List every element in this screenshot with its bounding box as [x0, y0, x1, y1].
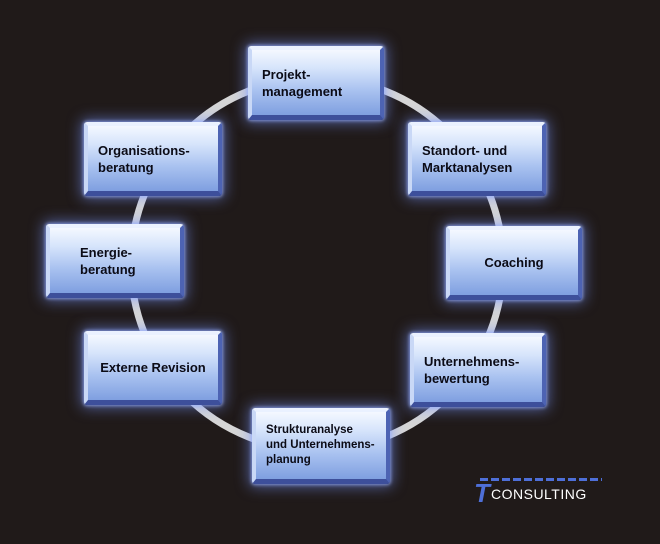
node-unternehmensbewertung: Unternehmens- bewertung	[410, 333, 546, 407]
node-externe-revision: Externe Revision	[84, 331, 222, 405]
logo-dash-line	[480, 478, 602, 481]
node-label-line: beratung	[98, 159, 154, 175]
node-coaching: Coaching	[446, 226, 582, 300]
node-label-line: Standort- und	[422, 142, 508, 158]
node-label-line: beratung	[80, 261, 136, 277]
node-projektmanagement: Projekt- management	[248, 46, 384, 120]
node-label-line: Strukturanalyse	[266, 424, 353, 436]
node-label-line: Marktanalysen	[422, 159, 513, 175]
node-label-line: Externe Revision	[100, 360, 206, 375]
node-label-line: Coaching	[484, 255, 544, 270]
node-standort-marktanalysen: Standort- und Marktanalysen	[408, 122, 546, 196]
node-label-line: bewertung	[424, 370, 490, 386]
node-label-line: Unternehmens-	[424, 353, 520, 369]
node-strukturanalyse: Strukturanalyse und Unternehmens- planun…	[252, 408, 390, 484]
t-consulting-logo: T CONSULTING	[474, 476, 602, 508]
logo-text: CONSULTING	[491, 486, 587, 502]
node-organisationsberatung: Organisations- beratung	[84, 122, 222, 196]
node-label-line: Projekt-	[262, 66, 311, 82]
node-label-line: planung	[266, 454, 311, 466]
node-label-line: management	[262, 83, 343, 99]
node-label-line: und Unternehmens-	[266, 439, 375, 451]
node-energieberatung: Energie- beratung	[46, 224, 184, 298]
node-label-line: Energie-	[80, 244, 133, 260]
logo-letter: T	[474, 478, 490, 508]
node-label-line: Organisations-	[98, 142, 190, 158]
